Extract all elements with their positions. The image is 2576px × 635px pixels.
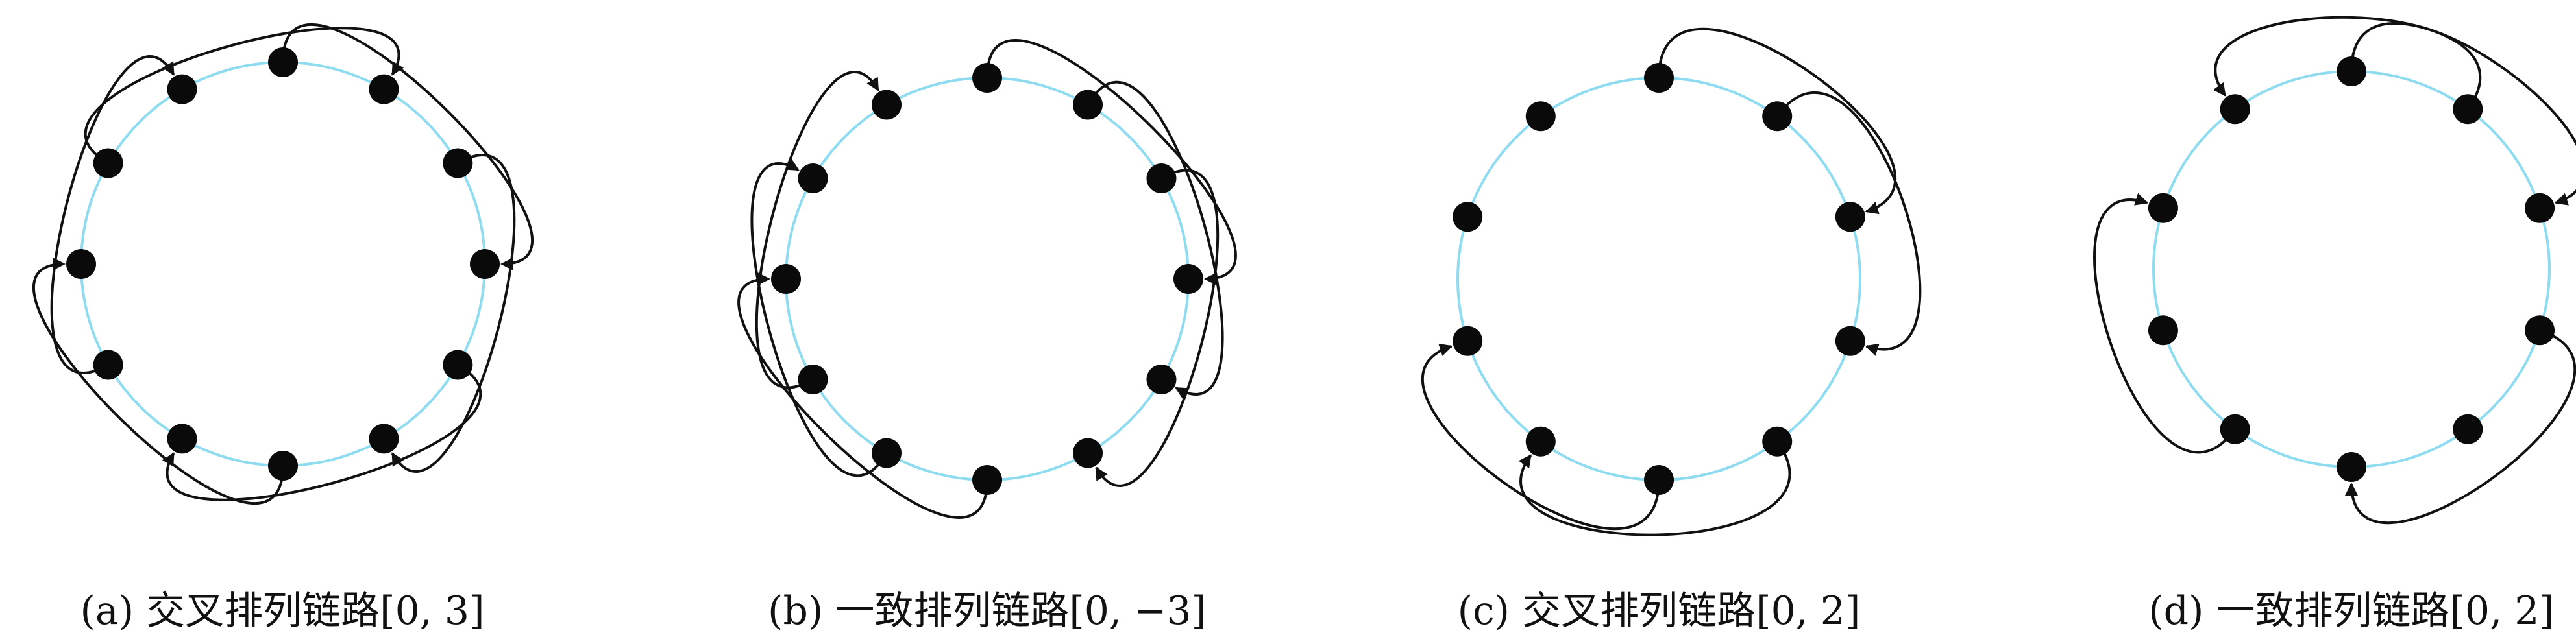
node — [2337, 56, 2366, 86]
node — [2525, 315, 2555, 346]
panel-c — [1421, 27, 1922, 536]
node — [872, 90, 902, 120]
node — [798, 365, 828, 394]
node — [167, 74, 197, 104]
node — [798, 163, 828, 193]
node — [972, 465, 1002, 495]
node — [771, 264, 801, 294]
node — [443, 148, 473, 178]
link-arrow — [755, 71, 879, 389]
panel-d — [2093, 16, 2576, 525]
node — [369, 424, 399, 454]
node — [1762, 101, 1793, 132]
link-arrow — [737, 272, 988, 519]
node — [369, 74, 399, 104]
caption-a: (a) 交叉排列链路[0, 3] — [80, 588, 485, 634]
node — [2148, 315, 2178, 346]
link-arrow — [391, 154, 516, 473]
link-arrow — [282, 23, 534, 270]
node — [2148, 193, 2178, 223]
node — [2220, 414, 2250, 444]
node — [1835, 326, 1865, 356]
node — [1762, 426, 1793, 457]
node — [1073, 90, 1103, 120]
link-arrow — [162, 363, 482, 501]
ring — [2152, 70, 2551, 468]
panel-b — [737, 39, 1237, 519]
link-arrow — [986, 39, 1237, 285]
node — [1453, 202, 1483, 232]
caption-d: (d) 一致排列链路[0, 2] — [2148, 588, 2555, 634]
node — [66, 249, 96, 279]
link-arrow — [1095, 169, 1220, 487]
link-arrow — [2093, 193, 2237, 454]
node — [443, 350, 473, 380]
node — [93, 148, 123, 178]
node — [1146, 365, 1177, 394]
link-arrow — [1086, 80, 1224, 400]
caption-b: (b) 一致排列链路[0, −3] — [768, 588, 1207, 634]
node — [872, 438, 902, 468]
node — [1173, 264, 1203, 294]
link-arrow — [1776, 91, 1922, 356]
link-arrow — [50, 55, 175, 374]
link-arrow — [1421, 343, 1660, 531]
node — [93, 350, 123, 380]
node — [1644, 63, 1674, 93]
node — [2220, 94, 2250, 125]
node — [268, 451, 298, 481]
panel-a — [32, 23, 534, 505]
ring — [80, 61, 486, 467]
link-arrow — [2213, 16, 2482, 110]
node — [268, 47, 298, 77]
link-arrow — [2345, 329, 2576, 525]
node — [1453, 326, 1483, 356]
ring — [1456, 77, 1861, 481]
node — [2525, 193, 2555, 223]
node — [1073, 438, 1103, 468]
ring — [785, 77, 1190, 481]
node — [470, 249, 500, 279]
node — [1146, 163, 1177, 193]
caption-c: (c) 交叉排列链路[0, 2] — [1458, 588, 1861, 634]
link-arrow — [32, 258, 284, 505]
node — [1525, 426, 1556, 457]
node — [1644, 465, 1674, 495]
node — [1835, 202, 1865, 232]
link-arrow — [750, 158, 888, 477]
link-arrow — [2350, 22, 2576, 206]
node — [2453, 414, 2483, 444]
node — [2453, 94, 2483, 125]
node — [972, 63, 1002, 93]
node — [167, 424, 197, 454]
node — [2337, 452, 2366, 482]
link-arrow — [84, 27, 404, 165]
node — [1525, 101, 1556, 132]
